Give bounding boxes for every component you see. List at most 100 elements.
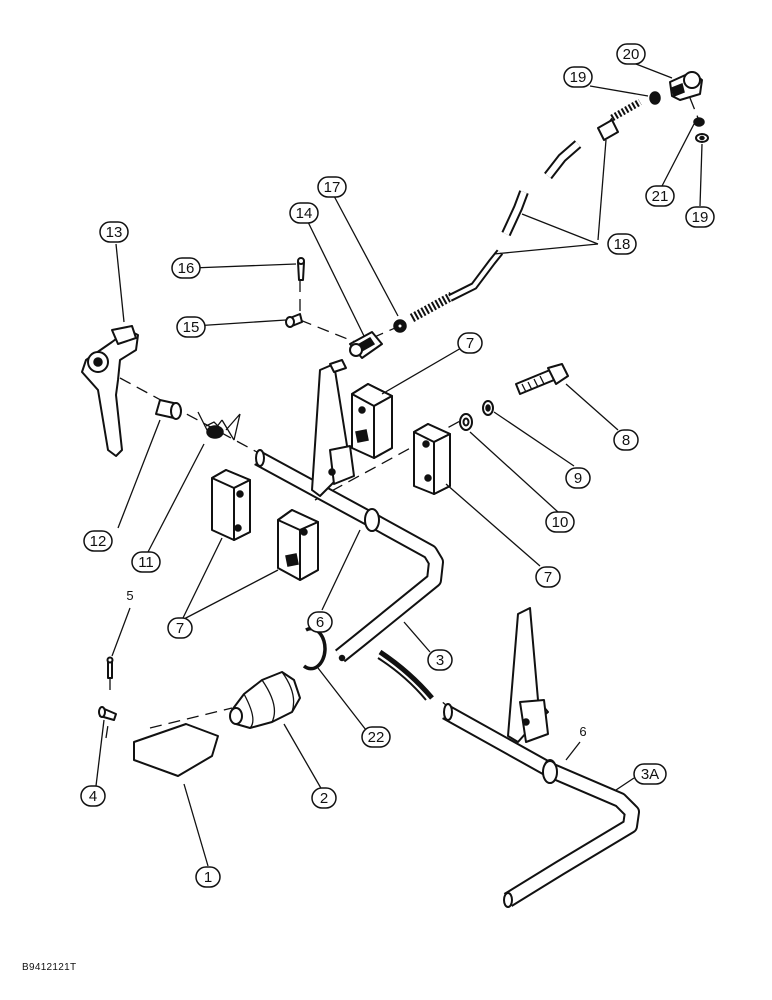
part-21-nut — [693, 117, 705, 127]
callout-c10: 10 — [545, 511, 575, 533]
callout-number: 6 — [316, 614, 324, 631]
callout-c7a: 7 — [457, 332, 483, 354]
part-7-block-upper — [351, 383, 393, 459]
callout-c6a: 6 — [307, 611, 333, 633]
callout-c20: 20 — [616, 43, 646, 65]
callout-bubble — [311, 787, 337, 809]
callout-number: 19 — [570, 69, 587, 86]
callout-c18: 18 — [607, 233, 637, 255]
callout-number: 18 — [614, 236, 631, 253]
callout-bubble — [457, 332, 483, 354]
callout-bubble — [545, 511, 575, 533]
part-5-cotter-pin — [106, 656, 114, 679]
callout-number: 8 — [622, 432, 630, 449]
callout-c1: 1 — [195, 866, 221, 888]
callout-number: 20 — [623, 46, 640, 63]
callout-bubble — [83, 530, 113, 552]
callout-number: 7 — [176, 620, 184, 637]
callout-c12: 12 — [83, 530, 113, 552]
part-13-bracket — [81, 325, 139, 457]
part-1-pedal-pad — [133, 723, 219, 777]
callout-bubble — [565, 467, 591, 489]
callout-bubble — [167, 617, 193, 639]
callout-number: 21 — [652, 188, 669, 205]
image-code: B9412121T — [22, 962, 77, 973]
callout-bubble — [427, 649, 453, 671]
callout-bubble — [317, 176, 347, 198]
callout-number: 3 — [436, 652, 444, 669]
callout-c14: 14 — [289, 202, 319, 224]
callout-c19b: 19 — [685, 206, 715, 228]
callout-number: 1 — [204, 869, 212, 886]
callout-bubble — [633, 763, 667, 785]
callout-c21: 21 — [645, 185, 675, 207]
part-19-washer-upper — [649, 91, 661, 105]
part-12-bushing — [155, 399, 182, 420]
callout-bubble — [607, 233, 637, 255]
part-11-spring — [197, 411, 241, 441]
callout-c2: 2 — [311, 787, 337, 809]
callout-number: 2 — [320, 790, 328, 807]
callout-number: 17 — [324, 179, 341, 196]
callout-number: 13 — [106, 224, 123, 241]
part-18-cable-rod — [409, 98, 642, 322]
callout-number: 11 — [138, 554, 154, 571]
part-15-clevis-pin — [285, 313, 303, 328]
part-7-block-left-front — [277, 509, 319, 581]
part-8-bolt — [515, 363, 569, 395]
callout-c7b: 7 — [535, 566, 561, 588]
callout-c3a: 3A — [633, 763, 667, 785]
part-6-collar-a — [364, 508, 380, 532]
part-7-block-left-back — [211, 469, 251, 541]
part-14-clevis — [349, 331, 383, 359]
callout-bubble — [685, 206, 715, 228]
assembly-center-lines — [105, 97, 699, 739]
callout-bubble — [131, 551, 161, 573]
callout-bubble — [613, 429, 639, 451]
callout-number: 16 — [178, 260, 195, 277]
callout-bubble — [307, 611, 333, 633]
callout-number: 14 — [296, 205, 313, 222]
callout-c22: 22 — [361, 726, 391, 748]
part-3-pedal-shaft — [254, 359, 444, 663]
curved-rod — [377, 649, 434, 701]
callout-bubble — [289, 202, 319, 224]
callout-c7c: 7 — [167, 617, 193, 639]
callout-c17: 17 — [317, 176, 347, 198]
callout-c3: 3 — [427, 649, 453, 671]
callout-bubble — [645, 185, 675, 207]
callout-c15: 15 — [176, 316, 206, 338]
callout-c16: 16 — [171, 257, 201, 279]
callout-bubble — [563, 66, 593, 88]
callout-number: 7 — [544, 569, 552, 586]
part-16-cotter-pin — [297, 257, 305, 281]
callout-number: 4 — [89, 788, 97, 805]
part-4-pin — [98, 706, 117, 721]
leader-lines — [95, 63, 703, 867]
callout-6-text: 6 — [579, 724, 586, 739]
part-17-nut — [393, 319, 407, 333]
callout-c4: 4 — [80, 785, 106, 807]
part-9-lock-washer — [482, 400, 494, 416]
callout-number: 12 — [90, 533, 107, 550]
callout-number: 15 — [183, 319, 200, 336]
callout-c19a: 19 — [563, 66, 593, 88]
callout-number: 19 — [692, 209, 709, 226]
callout-number: 3A — [641, 766, 659, 783]
callout-bubble — [361, 726, 391, 748]
part-20-ball-joint — [669, 71, 703, 101]
part-2-rubber-boot — [229, 671, 301, 729]
callout-bubble — [535, 566, 561, 588]
part-6-collar-b — [542, 760, 558, 784]
callout-5-text: 5 — [126, 588, 133, 603]
part-3a-pedal-shaft — [442, 607, 640, 908]
callout-bubble — [616, 43, 646, 65]
callout-bubble — [99, 221, 129, 243]
callout-number: 9 — [574, 470, 582, 487]
callout-c9: 9 — [565, 467, 591, 489]
part-10-flat-washer — [459, 413, 473, 431]
part-22-snap-ring — [302, 626, 327, 671]
